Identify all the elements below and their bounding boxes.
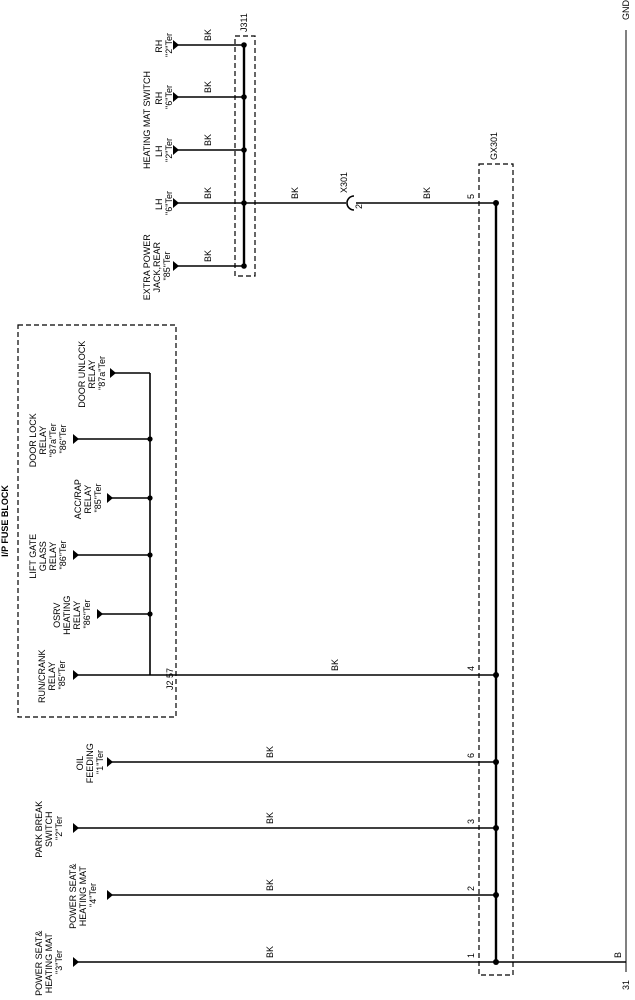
pin-number: 4 xyxy=(466,666,476,671)
ground-wire-color: B xyxy=(613,952,623,958)
relay-acc-rap: ACC/RAP RELAY "85"Ter xyxy=(73,477,153,519)
connection-pin-3: BK 3 PARK BREAK SWITCH "2"Ter xyxy=(34,798,499,858)
splice-dot xyxy=(493,825,499,831)
fuse-block-title: I/P FUSE BLOCK xyxy=(0,485,10,557)
component-label: PARK BREAK SWITCH "2"Ter xyxy=(34,798,64,857)
terminal-arrow-icon xyxy=(107,757,113,767)
connection-pin-1: BK 1 POWER SEAT& HEATING MAT "3"Ter xyxy=(34,928,499,996)
junction-dot xyxy=(147,495,153,501)
ground-pin-label: 31 xyxy=(621,980,631,990)
wire-color-label: BK xyxy=(203,187,213,199)
wire-color-label: BK xyxy=(330,659,340,671)
wire-color-label: BK xyxy=(203,250,213,262)
component-label: POWER SEAT& HEATING MAT "4"Ter xyxy=(68,861,98,929)
x301-connector-icon xyxy=(346,195,355,211)
splice-dot xyxy=(493,959,499,965)
terminal-arrow-icon xyxy=(173,145,179,155)
relay-label: OSRV HEATING RELAY "86"Ter xyxy=(52,593,92,635)
gx301-label: GX301 xyxy=(489,132,499,160)
terminal-arrow-icon xyxy=(173,198,179,208)
wire-color-label: BK xyxy=(203,29,213,41)
terminal-arrow-icon xyxy=(97,609,103,619)
wire-color-label: BK xyxy=(265,946,275,958)
terminal-arrow-icon xyxy=(173,40,179,50)
component-label: LH "2"Ter xyxy=(154,138,174,162)
component-label: OIL FEEDING "1"Ter xyxy=(75,741,105,784)
terminal-arrow-icon xyxy=(173,92,179,102)
pin-number: 5 xyxy=(466,194,476,199)
j311-box xyxy=(234,35,256,277)
fuse-block-box xyxy=(17,324,177,718)
j311-lh-6: BK LH "6"Ter xyxy=(154,187,247,215)
terminal-arrow-icon xyxy=(107,890,113,900)
component-label: RH "2"Ter xyxy=(154,33,174,57)
terminal-arrow-icon xyxy=(107,493,113,503)
ground-label: GND xyxy=(621,0,631,20)
wire-color-label: BK xyxy=(265,746,275,758)
gx301-splice: GX301 xyxy=(478,132,514,976)
wire-color-label-left: BK xyxy=(290,187,300,199)
j311-splice: J311 HEATING MAT SWITCH BK EXTRA POWER J… xyxy=(142,13,256,301)
j311-rh-2: BK RH "2"Ter xyxy=(154,29,247,57)
junction-dot xyxy=(147,436,153,442)
terminal-arrow-icon xyxy=(73,670,79,680)
wire-color-label: BK xyxy=(203,134,213,146)
junction-dot xyxy=(147,611,153,617)
component-label: EXTRA POWER JACK,REAR "85"Ter xyxy=(142,232,172,301)
wire-color-label: BK xyxy=(203,81,213,93)
splice-dot xyxy=(241,147,247,153)
x301-label: X301 xyxy=(339,172,349,193)
relay-label: DOOR UNLOCK RELAY "87a"Ter xyxy=(77,338,107,408)
j311-rh-6: BK RH "6"Ter xyxy=(154,81,247,109)
splice-dot xyxy=(493,759,499,765)
splice-dot xyxy=(493,672,499,678)
wire-color-label: BK xyxy=(265,812,275,824)
terminal-arrow-icon xyxy=(73,957,79,967)
relay-run-crank: RUN/CRANK RELAY "85"Ter xyxy=(37,647,150,703)
relay-door-lock: DOOR LOCK RELAY "87a"Ter "86"Ter xyxy=(28,411,153,468)
pin-number: 6 xyxy=(466,753,476,758)
relay-door-unlock: DOOR UNLOCK RELAY "87a"Ter xyxy=(77,338,116,408)
fuse-block-pin-label: J2 57 xyxy=(165,668,175,690)
relay-osrv-heating: OSRV HEATING RELAY "86"Ter xyxy=(52,593,153,635)
terminal-arrow-icon xyxy=(73,434,79,444)
ip-fuse-block: I/P FUSE BLOCK RUN/CRANK RELAY "85"Ter O… xyxy=(0,324,499,718)
pin-number: 1 xyxy=(466,953,476,958)
j311-extra-power-jack: BK EXTRA POWER JACK,REAR "85"Ter xyxy=(142,232,247,301)
component-label: POWER SEAT& HEATING MAT "3"Ter xyxy=(34,928,64,996)
junction-dot xyxy=(147,552,153,558)
terminal-arrow-icon xyxy=(73,823,79,833)
component-label: LH "6"Ter xyxy=(154,191,174,215)
splice-dot xyxy=(241,94,247,100)
component-label: RH "6"Ter xyxy=(154,85,174,109)
wire-color-label-right: BK xyxy=(422,187,432,199)
terminal-arrow-icon xyxy=(110,368,116,378)
relay-label: ACC/RAP RELAY "85"Ter xyxy=(73,477,103,519)
relay-label: DOOR LOCK RELAY "87a"Ter "86"Ter xyxy=(28,411,68,468)
pin-number: 3 xyxy=(466,819,476,824)
splice-dot xyxy=(241,263,247,269)
relay-label: LIFT GATE GLASS RELAY "86"Ter xyxy=(28,531,68,578)
splice-dot xyxy=(493,200,499,206)
j311-label: J311 xyxy=(239,13,249,32)
gx301-box xyxy=(478,163,514,976)
splice-dot xyxy=(241,42,247,48)
x301-circuit: BK BK X301 2 5 xyxy=(244,172,499,211)
terminal-arrow-icon xyxy=(73,550,79,560)
x301-pin-label: 2 xyxy=(354,204,364,209)
pin-number: 2 xyxy=(466,886,476,891)
terminal-arrow-icon xyxy=(173,261,179,271)
heating-mat-switch-title: HEATING MAT SWITCH xyxy=(142,71,152,169)
splice-dot xyxy=(493,892,499,898)
relay-lift-gate-glass: LIFT GATE GLASS RELAY "86"Ter xyxy=(28,531,153,579)
j311-lh-2: BK LH "2"Ter xyxy=(154,134,247,162)
relay-label: RUN/CRANK RELAY "85"Ter xyxy=(37,647,67,703)
ground-circuit: GND 31 B xyxy=(496,0,631,990)
connection-pin-6: BK 6 OIL FEEDING "1"Ter xyxy=(75,741,499,784)
wire-color-label: BK xyxy=(265,879,275,891)
connection-pin-2: BK 2 POWER SEAT& HEATING MAT "4"Ter xyxy=(68,861,499,929)
